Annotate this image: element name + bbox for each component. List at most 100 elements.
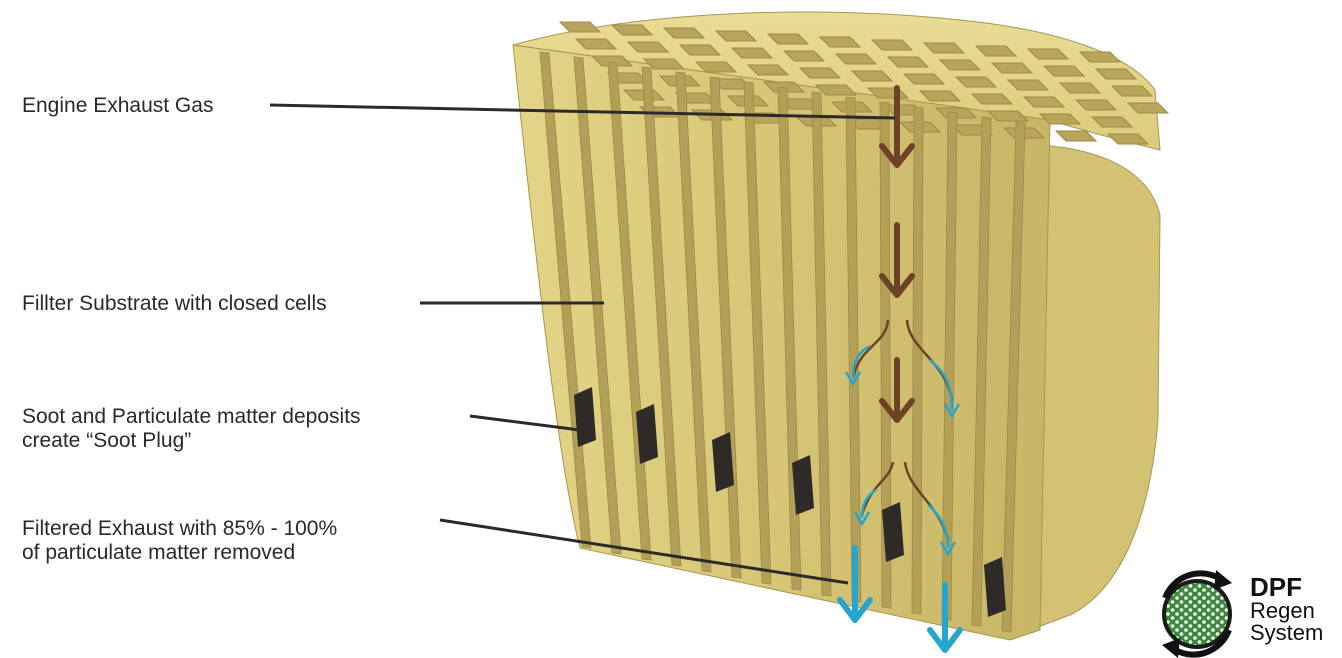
soot-plug [712,432,734,492]
leader-lines [269,103,896,585]
logo-wordmark: DPF Regen System [1250,574,1323,644]
logo-line-regen: Regen [1250,598,1315,623]
honeycomb-cell [918,90,962,102]
logo-line-dpf: DPF [1250,572,1302,602]
label-engine-exhaust-gas: Engine Exhaust Gas [22,94,213,118]
honeycomb-cell [678,44,722,56]
exhaust-split-left [851,319,890,379]
channel-wall [641,66,682,567]
honeycomb-cell [746,64,790,76]
label-soot-plug: Soot and Particulate matter deposits cre… [22,405,361,453]
filtered-arrow-small [927,504,950,549]
soot-plug [792,455,814,515]
soot-plug [984,557,1006,617]
honeycomb-cell [834,53,878,65]
channel-wall [845,96,862,603]
honeycomb-cell [1058,82,1102,94]
honeycomb-cell [558,21,602,33]
honeycomb-cell [814,84,858,96]
filter-substrate [512,11,1170,641]
honeycomb-cell [938,59,982,71]
honeycomb-cell [818,36,862,48]
substrate-outer-skin [1029,144,1161,631]
filtered-exhaust-arrow [927,582,963,653]
soot-plug [636,404,658,464]
honeycomb-cell [730,47,774,59]
channel-wall [911,106,924,615]
channel-wall [573,56,622,555]
honeycomb-cell [762,81,806,93]
channel-wall [675,71,712,573]
channel-wall [971,116,992,627]
filtered-arrow-small [851,344,871,379]
honeycomb-cell [1042,65,1086,77]
leader-line-soot [469,414,581,432]
honeycomb-cell [782,50,826,62]
dpf-regen-logo [1162,570,1232,658]
channel-wall [709,76,742,579]
label-filtered-line1: Filtered Exhaust with 85% - 100% [22,517,338,540]
label-engine-exhaust-text: Engine Exhaust Gas [22,94,214,117]
label-filtered-line2: of particulate matter removed [22,541,296,564]
filter-channels [539,51,1026,633]
honeycomb-cell [1006,79,1050,91]
leader-line-engine [269,103,896,120]
filtered-arrow-small [860,488,877,519]
honeycomb-cell [1094,68,1138,80]
honeycomb-cell [642,58,686,70]
honeycomb-cell [870,39,914,51]
label-filtered-exhaust: Filtered Exhaust with 85% - 100% of part… [22,517,337,565]
honeycomb-cell [610,24,654,36]
honeycomb-cell [970,93,1014,105]
exhaust-gas-arrow [879,357,915,423]
channel-wall [1001,121,1026,633]
honeycomb-cell [850,70,894,82]
exhaust-gas-arrow [879,85,915,168]
honeycomb-cell [1038,113,1082,125]
honeycomb-cell [626,41,670,53]
honeycomb-cell [590,55,634,67]
exhaust-split-left [860,461,895,516]
honeycomb-cell [1054,130,1098,142]
honeycomb-cell [922,42,966,54]
logo-honeycomb-circle [1162,579,1232,649]
honeycomb-cell [886,56,930,68]
honeycomb-cell [714,30,758,42]
honeycomb-cell [1126,102,1170,114]
channel-wall [941,111,958,621]
honeycomb-cell [1074,99,1118,111]
honeycomb-cell [1078,51,1122,63]
soot-plug [574,387,596,447]
honeycomb-cell [662,27,706,39]
label-substrate-text: Fillter Substrate with closed cells [22,292,327,315]
honeycomb-cell [1022,96,1066,108]
honeycomb-cell [1026,48,1070,60]
label-soot-line2: create “Soot Plug” [22,429,192,452]
label-filter-substrate: Fillter Substrate with closed cells [22,292,327,316]
honeycomb-cell [1106,133,1150,145]
logo-cycle-arrow-icon [1162,570,1224,600]
honeycomb-cell [990,62,1034,74]
honeycomb-cell [1090,116,1134,128]
honeycomb-cell [766,33,810,45]
honeycomb-cell [694,61,738,73]
exhaust-flow [837,85,963,653]
honeycomb-cell [974,45,1018,57]
channel-wall [811,91,832,597]
honeycomb-cell [902,73,946,85]
soot-plugs [574,387,1006,617]
leader-line-filtered [439,518,849,585]
label-soot-line1: Soot and Particulate matter deposits [22,405,361,428]
exhaust-gas-arrow [879,222,915,298]
channel-wall [743,81,772,585]
honeycomb-cell [798,67,842,79]
logo-cycle-arrow-icon [1170,628,1232,658]
honeycomb-cell [574,38,618,50]
honeycomb-cell [1110,85,1154,97]
soot-plug [882,502,904,562]
filtered-exhaust-arrow [837,545,873,623]
logo-line-system: System [1250,620,1324,645]
honeycomb-cell [986,110,1030,122]
honeycomb-cell [954,76,998,88]
